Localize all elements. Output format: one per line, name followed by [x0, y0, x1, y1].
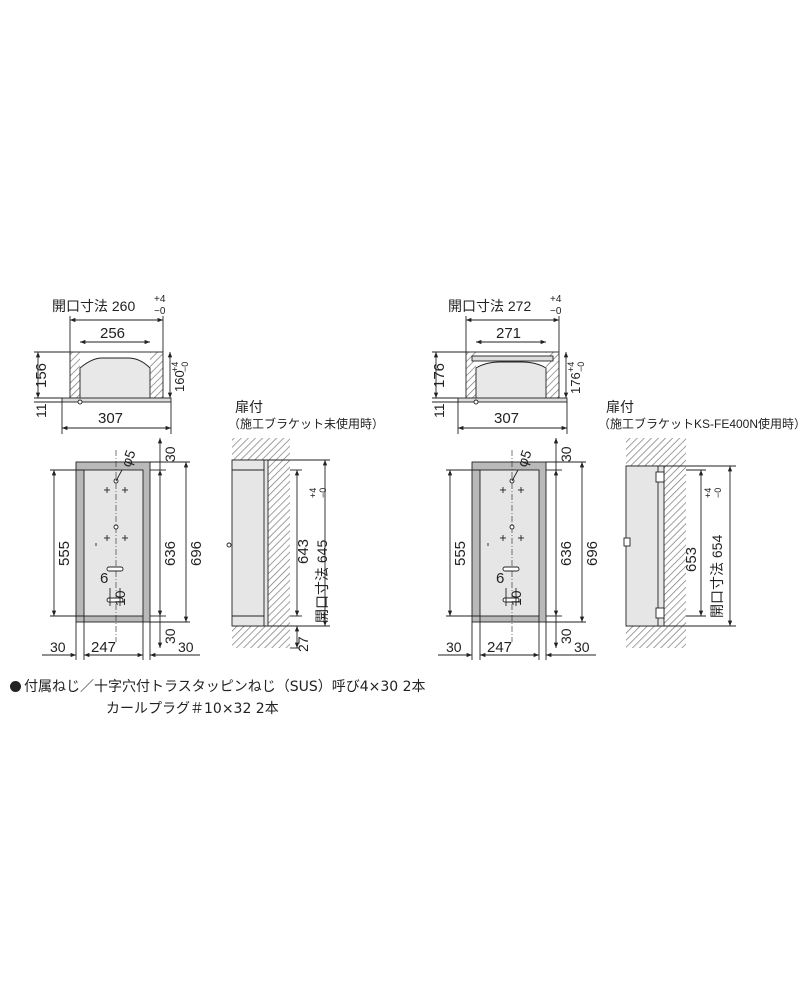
accessory-plug-text: カールプラグ＃10×32 2本 [106, 701, 279, 717]
bullet-icon [10, 681, 21, 692]
left-side-opening-tol-minus: −0 [318, 488, 328, 498]
accessory-screw-text: 付属ねじ／十字穴付トラスタッピンねじ（SUS）呼び4×30 2本 [24, 679, 426, 695]
left-top-width-inner: 256 [100, 325, 125, 342]
right-slot-a: 6 [496, 570, 504, 587]
left-side-title: 扉付 [235, 399, 263, 415]
left-bottom-left: 30 [50, 639, 66, 655]
left-top-height: 156 [33, 363, 50, 388]
right-hole-dia: φ5 [514, 448, 535, 470]
left-front-top-margin: 30 [162, 446, 178, 462]
right-top-side-tol-plus: +4 [566, 362, 576, 372]
right-top-height: 176 [431, 363, 448, 388]
left-opening-label: 開口寸法 260 [52, 298, 135, 314]
right-top-side-dim: 176 [568, 372, 583, 394]
left-front-height-outer: 696 [188, 541, 205, 566]
left-top-side-tol-minus: −0 [180, 362, 190, 372]
left-front-view: φ5 6 10 555 30 636 696 30 30 247 30 [42, 438, 205, 660]
left-front-height-mid: 636 [162, 541, 179, 566]
left-side-view: 扉付 （施工ブラケット未使用時） 643 開口寸法 645 +4 −0 27 [226, 399, 384, 652]
right-front-height-outer: 696 [584, 541, 601, 566]
left-top-side-tol-plus: +4 [170, 362, 180, 372]
left-side-bottom: 27 [295, 636, 311, 652]
left-top-width-outer: 307 [98, 410, 123, 427]
left-side-opening-tol-plus: +4 [308, 488, 318, 498]
right-bottom-left: 30 [446, 639, 462, 655]
left-bottom-width: 247 [91, 639, 116, 656]
left-top-flange: 11 [33, 403, 49, 418]
right-side-opening-tol-minus: −0 [713, 488, 723, 498]
left-opening-tol-minus: −0 [154, 306, 166, 317]
right-front-view: φ5 6 10 555 30 636 696 30 30 247 30 [438, 438, 601, 660]
left-hole-dia: φ5 [118, 448, 139, 470]
right-opening-tol-plus: +4 [550, 294, 562, 305]
right-side-height: 653 [683, 547, 700, 572]
right-top-width-inner: 271 [496, 325, 521, 342]
right-top-side-tol-minus: −0 [576, 362, 586, 372]
right-side-subtitle: （施工ブラケットKS-FE400N使用時） [598, 416, 800, 431]
right-front-top-margin: 30 [558, 446, 574, 462]
right-top-width-outer: 307 [494, 410, 519, 427]
left-slot-a: 6 [100, 570, 108, 587]
left-top-side-dim: 160 [172, 370, 187, 392]
right-front-height-mid: 636 [558, 541, 575, 566]
right-side-opening-tol-plus: +4 [703, 488, 713, 498]
right-side-view: 扉付 （施工ブラケットKS-FE400N使用時） 653 開口寸法 654 +4… [598, 399, 800, 648]
right-front-bottom-margin: 30 [558, 628, 574, 644]
left-side-subtitle: （施工ブラケット未使用時） [228, 416, 384, 431]
accessory-note-1: 付属ねじ／十字穴付トラスタッピンねじ（SUS）呼び4×30 2本 [10, 677, 426, 697]
left-front-bottom-margin: 30 [162, 628, 178, 644]
right-bottom-right: 30 [574, 639, 590, 655]
right-side-title: 扉付 [606, 399, 634, 415]
right-top-flange: 11 [431, 403, 447, 418]
left-top-view: 開口寸法 260 +4 −0 256 156 11 160 +4 −0 307 [33, 294, 190, 434]
left-opening-tol-plus: +4 [154, 294, 166, 305]
right-front-inner-height: 555 [452, 541, 469, 566]
left-front-inner-height: 555 [56, 541, 73, 566]
right-side-opening: 開口寸法 654 [709, 535, 725, 618]
right-top-view: 開口寸法 272 +4 −0 271 176 11 176 +4 −0 307 [431, 294, 586, 434]
accessory-note-2: カールプラグ＃10×32 2本 [106, 699, 279, 719]
right-opening-tol-minus: −0 [550, 306, 562, 317]
right-opening-label: 開口寸法 272 [448, 298, 531, 314]
left-side-height: 643 [295, 539, 312, 564]
left-side-opening: 開口寸法 645 [314, 540, 330, 623]
right-bottom-width: 247 [487, 639, 512, 656]
left-bottom-right: 30 [178, 639, 194, 655]
